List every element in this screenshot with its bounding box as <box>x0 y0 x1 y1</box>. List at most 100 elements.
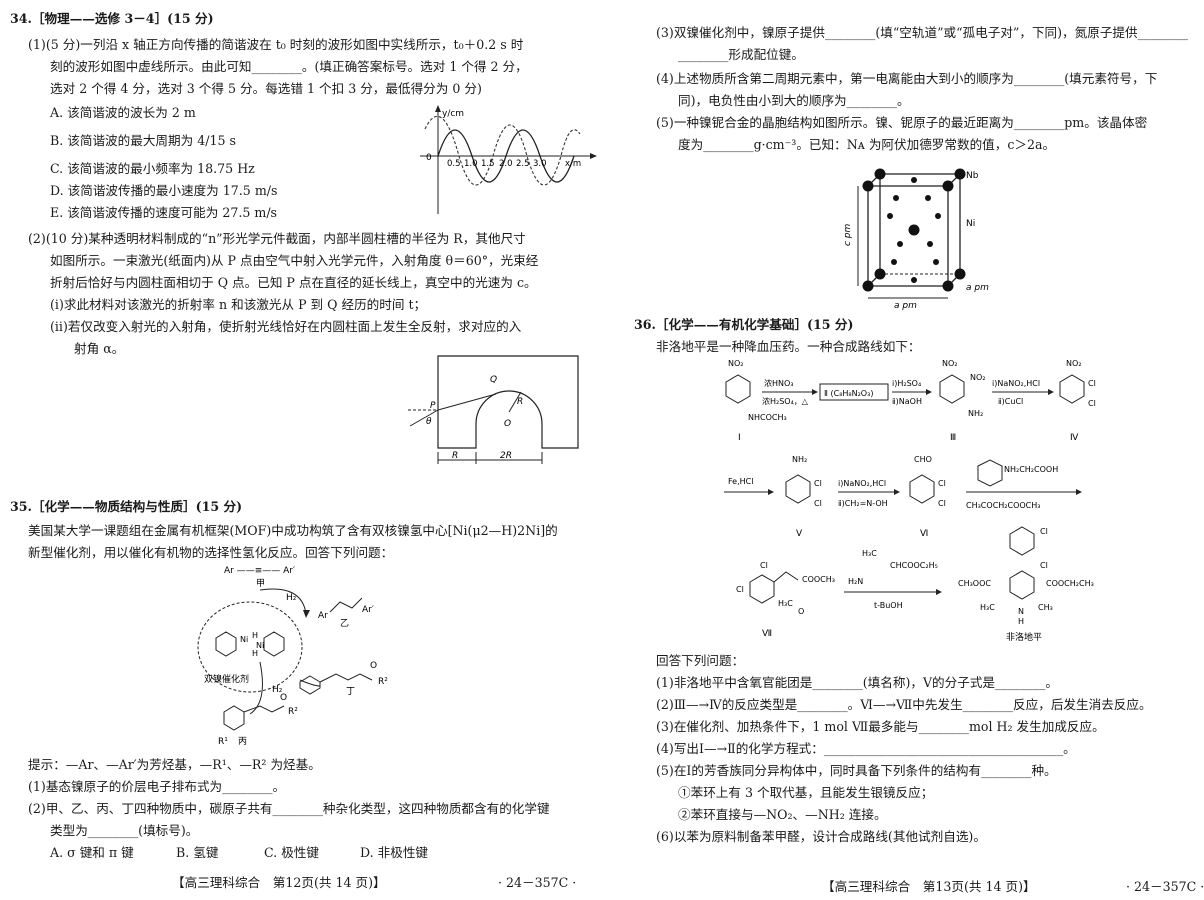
q35-cont-line: 同)，电负性由小到大的顺序为________。 <box>678 93 910 108</box>
r1-top: 浓HNO₃ <box>764 379 794 388</box>
q35-cont-line: (3)双镍催化剂中，镍原子提供________(填“空轨道”或“孤电子对”，下同… <box>656 25 1188 40</box>
jia-formula: Ar ——≡—— Ar′ <box>224 566 295 576</box>
label-vi: Ⅵ <box>920 529 928 539</box>
q36-q5: (5)在Ⅰ的芳香族同分异构体中，同时具备下列条件的结构有________种。 <box>656 763 1057 778</box>
svg-text:Cl: Cl <box>814 479 822 488</box>
h2-top: H₂ <box>286 593 297 603</box>
nb-atoms <box>862 168 966 292</box>
q34-2-line: 如图所示。一束激光(纸面内)从 P 点由空气中射入光学元件，入射角度 θ＝60°… <box>50 253 539 268</box>
q35-intro: 新型催化剂，用以催化有机物的选择性氢化反应。回答下列问题： <box>28 545 394 560</box>
svg-text:H: H <box>1018 617 1024 626</box>
label-iv: Ⅳ <box>1070 433 1079 443</box>
svg-text:Cl: Cl <box>938 499 946 508</box>
dashed-wave <box>424 115 581 186</box>
crystal-cell-figure: Nb Ni c pm a pm a pm <box>843 168 989 310</box>
svg-text:Cl: Cl <box>1040 527 1048 536</box>
r2-top: ⅰ)H₂SO₄ <box>892 379 921 388</box>
q36-intro: 非洛地平是一种降血压药。一种合成路线如下： <box>656 339 921 354</box>
svg-text:N: N <box>1018 607 1024 616</box>
label-iii: Ⅲ <box>950 433 956 443</box>
svg-text:H₃C: H₃C <box>778 599 793 608</box>
optic-label-o: O <box>504 419 511 429</box>
right-page: (3)双镍催化剂中，镍原子提供________(填“空轨道”或“孤电子对”，下同… <box>604 0 1204 900</box>
svg-text:NO₂: NO₂ <box>1066 359 1082 368</box>
left-page: 34.［物理——选修 3－4］(15 分) (1)(5 分)一列沿 x 轴正方向… <box>0 0 600 900</box>
q34-option-d: D. 该简谐波传播的最小速度为 17.5 m/s <box>50 183 278 198</box>
wave-figure: y/cm 0 0.5 1.0 1.5 2.0 2.5 3.0 x/m <box>420 105 597 214</box>
svg-text:Ni: Ni <box>256 641 264 650</box>
svg-text:Ni: Ni <box>240 635 248 644</box>
h2-mid: H₂ <box>272 685 283 695</box>
footer-left: 【高三理科综合 第12页(共 14 页)】 <box>172 875 386 890</box>
catalyst-figure: Ar ——≡—— Ar′ 甲 H₂ Ar Ar′ 乙 Ni H H Ni 双镍催… <box>197 566 388 747</box>
q36-q3: (3)在催化剂、加热条件下，1 mol Ⅶ最多能与________mol H₂ … <box>656 719 1105 734</box>
r6-bottom: CH₃COCH₂COOCH₃ <box>966 501 1041 510</box>
q34-2-line: 射角 α。 <box>74 341 125 356</box>
q36-q0: 回答下列问题： <box>656 653 745 668</box>
svg-text:COOCH₃: COOCH₃ <box>802 575 835 584</box>
svg-text:COOCH₂CH₃: COOCH₂CH₃ <box>1046 579 1094 588</box>
piperidine-reagent: NH₂CH₂COOH <box>1004 465 1058 474</box>
r7-bottom: t-BuOH <box>874 601 903 610</box>
r3-top: ⅰ)NaNO₂,HCl <box>992 379 1040 388</box>
a-label-1: a pm <box>894 301 917 310</box>
svg-text:NHCOCH₃: NHCOCH₃ <box>748 413 787 422</box>
svg-text:NO₂: NO₂ <box>970 373 986 382</box>
svg-text:Cl: Cl <box>760 561 768 570</box>
q36-q2: (2)Ⅲ—→Ⅳ的反应类型是________。Ⅵ—→Ⅶ中先发生________反应… <box>656 697 1152 712</box>
svg-text:CH₃OOC: CH₃OOC <box>958 579 991 588</box>
wave-origin: 0 <box>426 153 432 163</box>
jia-label: 甲 <box>256 578 265 589</box>
optic-dim-r: R <box>452 451 458 461</box>
optic-label-theta: θ <box>426 417 432 427</box>
wave-tick: 2.0 <box>499 159 513 169</box>
q35-hint: 提示：—Ar、—Ar′为芳烃基，—R¹、—R² 为烃基。 <box>28 757 321 772</box>
svg-text:H₃C: H₃C <box>862 549 877 558</box>
q35-q2-cont: 类型为________(填标号)。 <box>50 823 199 838</box>
q34-option-e: E. 该简谐波传播的速度可能为 27.5 m/s <box>50 205 278 220</box>
q35-cont-line: 度为________g·cm⁻³。已知：Nᴀ 为阿伏加德罗常数的值，c＞2a。 <box>678 137 1056 152</box>
q34-title: 34.［物理——选修 3－4］(15 分) <box>10 11 214 26</box>
c-label: c pm <box>843 223 853 246</box>
svg-text:CHO: CHO <box>914 455 932 464</box>
svg-text:Cl: Cl <box>938 479 946 488</box>
q34-1-line: (1)(5 分)一列沿 x 轴正方向传播的简谐波在 t₀ 时刻的波形如图中实线所… <box>28 37 524 52</box>
yi-label: 乙 <box>340 618 349 629</box>
q36-q4: (4)写出Ⅰ—→Ⅱ的化学方程式：________________________… <box>656 741 1076 756</box>
r4: Fe,HCl <box>728 477 753 486</box>
q35-cont-line: (5)一种镍铌合金的晶胞结构如图所示。镍、铌原子的最近距离为________pm… <box>656 115 1148 130</box>
bing-label: 丙 <box>238 736 247 747</box>
svg-text:O: O <box>370 661 377 671</box>
bing-r1: R¹ <box>218 737 228 747</box>
svg-text:H: H <box>252 631 258 640</box>
q35-title: 35.［化学——物质结构与性质］(15 分) <box>10 499 243 514</box>
q36-q5-cond2: ②苯环直接与—NO₂、—NH₂ 连接。 <box>678 807 887 822</box>
yi-ar: Ar <box>318 611 328 621</box>
optic-dim-2r: 2R <box>500 451 512 461</box>
svg-text:Cl: Cl <box>814 499 822 508</box>
wave-ylabel: y/cm <box>442 109 464 119</box>
r3-bottom: ⅱ)CuCl <box>998 397 1023 406</box>
nb-label: Nb <box>966 171 979 181</box>
q34-option-b: B. 该简谐波的最大周期为 4/15 s <box>50 133 236 148</box>
ding-label: 丁 <box>346 687 355 697</box>
label-v: Ⅴ <box>796 529 803 539</box>
a-label-2: a pm <box>966 283 989 293</box>
wave-tick: 1.0 <box>464 159 478 169</box>
r7-top: CHCOOC₂H₅ <box>890 561 938 570</box>
svg-text:Cl: Cl <box>1088 399 1096 408</box>
q34-1-line: 刻的波形如图中虚线所示。由此可知________。(填正确答案标号。选对 1 个… <box>50 59 528 74</box>
svg-text:NO₂: NO₂ <box>942 359 958 368</box>
optic-label-p: P <box>430 401 436 411</box>
intermediate-box: Ⅱ (C₈H₈N₂O₃) <box>824 389 873 398</box>
q35-cont-line: (4)上述物质所含第二周期元素中，第一电离能由大到小的顺序为________(填… <box>656 71 1158 86</box>
yi-ar2: Ar′ <box>362 605 374 615</box>
optic-label-q: Q <box>490 375 497 385</box>
wave-tick: 2.5 <box>516 159 530 169</box>
q35-q2: (2)甲、乙、丙、丁四种物质中，碳原子共有________种杂化类型，这四种物质… <box>28 801 550 816</box>
q34-option-a: A. 该简谐波的波长为 2 m <box>50 105 196 120</box>
q35-cont-line: ________形成配位键。 <box>678 47 804 62</box>
r5-top: ⅰ)NaNO₂,HCl <box>838 479 886 488</box>
footer-right: 【高三理科综合 第13页(共 14 页)】 <box>822 879 1036 894</box>
page-code-right: · 24－357C · <box>1126 879 1204 894</box>
